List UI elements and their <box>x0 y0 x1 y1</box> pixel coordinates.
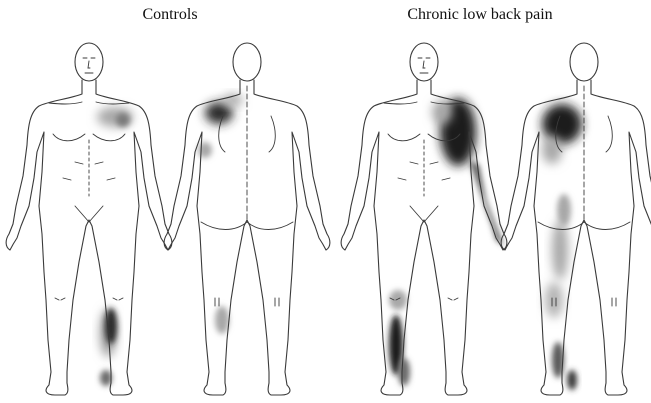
controls-back-pain-heatmap <box>198 94 243 334</box>
controls-front-body-details <box>49 58 129 300</box>
controls-front-figure <box>6 43 172 395</box>
clbp-front-pain-heatmap <box>389 98 504 386</box>
clbp-front-figure <box>341 43 507 395</box>
controls-front-pain-heatmap <box>97 107 133 386</box>
controls-front-body-outline <box>6 43 172 395</box>
clbp-front-body-outline <box>341 43 507 395</box>
clbp-back-pain-heatmap <box>542 104 582 390</box>
clbp-back-body-outline <box>501 43 651 395</box>
clbp-front-body-details <box>384 58 464 300</box>
clbp-back-figure <box>501 43 651 395</box>
controls-back-figure <box>164 43 330 395</box>
